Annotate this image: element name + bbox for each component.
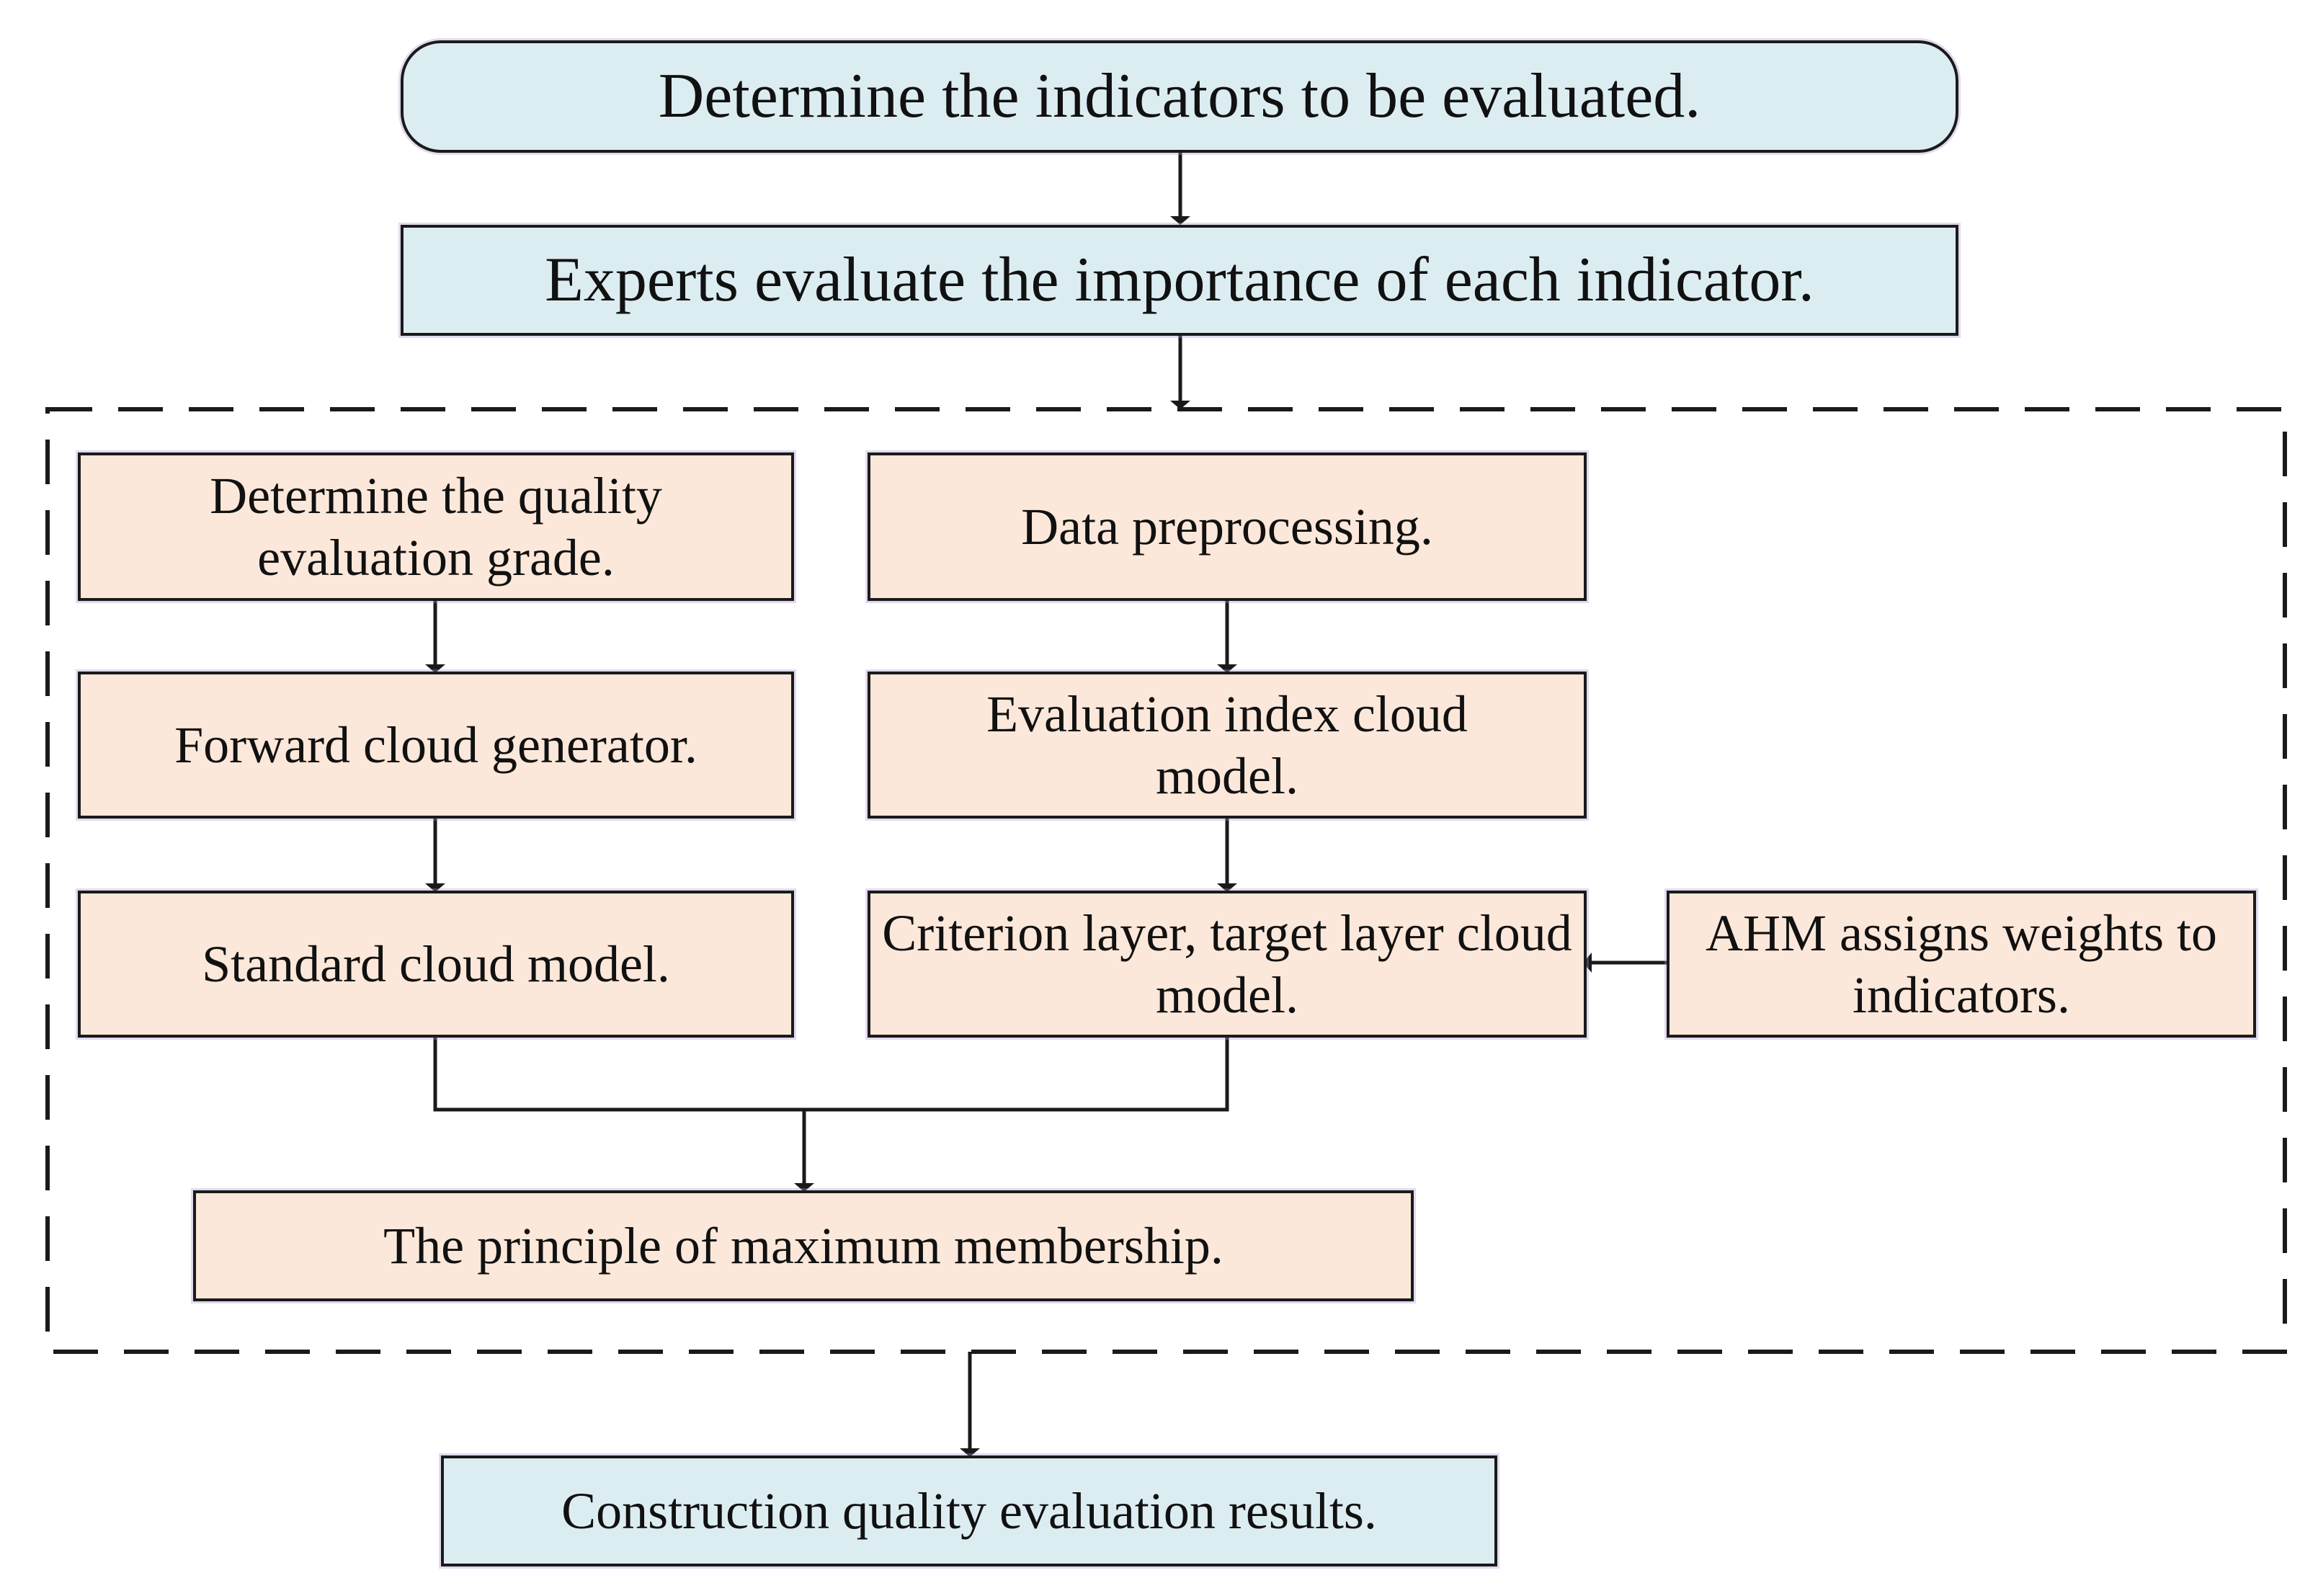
data-preprocessing-node: Data preprocessing. — [868, 453, 1587, 601]
criterion-target-cloud-node: Criterion layer, target layer cloud mode… — [868, 891, 1587, 1038]
line-standard-to-join — [433, 1038, 1229, 1112]
maximum-membership-node: The principle of maximum membership. — [193, 1190, 1414, 1301]
arrowhead-index — [1217, 664, 1237, 673]
evaluation-results-node: Construction quality evaluation results. — [441, 1455, 1497, 1566]
arrowhead-forward — [425, 664, 445, 673]
determine-indicators-node: Determine the indicators to be evaluated… — [401, 40, 1958, 153]
ahm-weights-node: AHM assigns weights to indicators. — [1667, 891, 2256, 1038]
dashed-group-border — [45, 407, 2287, 1354]
arrowhead-criterion — [1217, 883, 1237, 892]
evaluation-index-cloud-node: Evaluation index cloud model. — [868, 672, 1587, 819]
arrowhead-criterion-left — [1583, 953, 1592, 973]
arrowhead-experts — [1170, 216, 1190, 225]
quality-grade-node: Determine the quality evaluation grade. — [78, 453, 794, 601]
forward-cloud-generator-node: Forward cloud generator. — [78, 672, 794, 819]
standard-cloud-model-node: Standard cloud model. — [78, 891, 794, 1038]
arrowhead-membership — [794, 1183, 814, 1192]
experts-evaluate-node: Experts evaluate the importance of each … — [401, 225, 1958, 336]
arrowhead-standard — [425, 883, 445, 892]
arrowhead-results — [960, 1448, 980, 1457]
arrowhead-group — [1170, 401, 1190, 409]
